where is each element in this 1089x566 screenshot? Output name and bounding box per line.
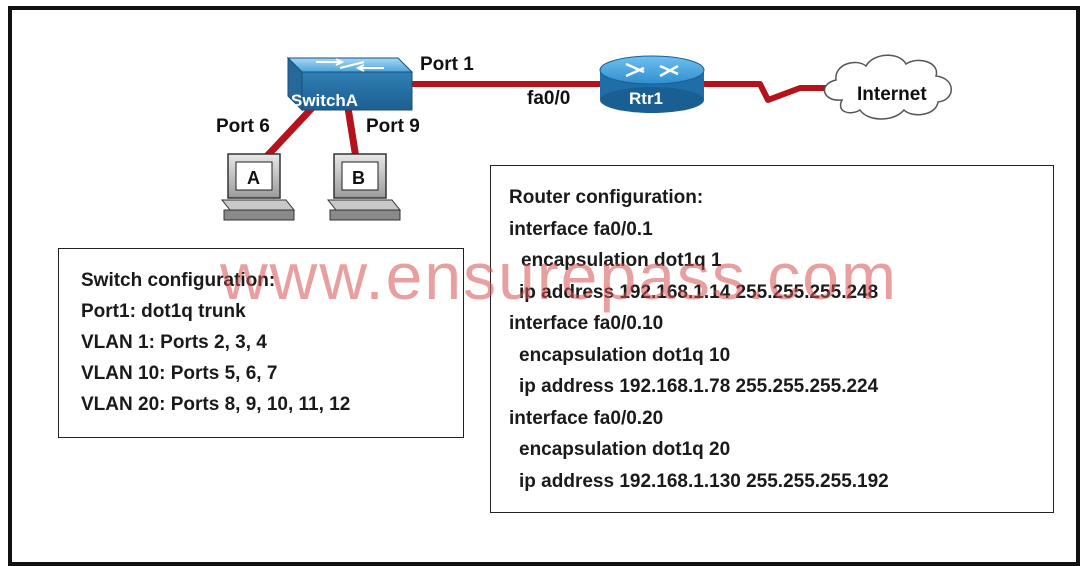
- port9-label: Port 9: [366, 116, 420, 137]
- pc-b-label: B: [352, 168, 365, 188]
- router-config-line: interface fa0/0.10: [509, 313, 664, 334]
- switch-icon: [286, 56, 414, 112]
- switch-config-line: Switch configuration:: [81, 270, 276, 291]
- switch-config-line: VLAN 20: Ports 8, 9, 10, 11, 12: [81, 394, 351, 415]
- router-config-line: interface fa0/0.20: [509, 407, 664, 429]
- router-interface-label: fa0/0: [527, 88, 571, 109]
- router-icon: [599, 55, 705, 113]
- pc-a-icon: [220, 153, 296, 221]
- switch-config-line: VLAN 10: Ports 5, 6, 7: [81, 363, 278, 384]
- router-config-line: encapsulation dot1q 1: [521, 250, 722, 271]
- router-config-line: ip address 192.168.1.78 255.255.255.224: [519, 376, 879, 397]
- internet-label: Internet: [857, 84, 927, 105]
- switch-name: SwitchA: [291, 91, 358, 110]
- link-port9-pc-b: [344, 107, 360, 159]
- internet-cloud-icon: [823, 54, 952, 120]
- switch-config-line: Port1: dot1q trunk: [81, 301, 246, 322]
- port1-label: Port 1: [420, 54, 474, 75]
- router-config-line: encapsulation dot1q 10: [519, 344, 731, 366]
- link-router-internet: [700, 81, 832, 103]
- watermark: www.ensurepass.com: [220, 239, 898, 313]
- router-config-line: ip address 192.168.1.130 255.255.255.192: [519, 470, 889, 492]
- switch-config-line: VLAN 1: Ports 2, 3, 4: [81, 332, 267, 353]
- router-config-line: interface fa0/0.1: [509, 218, 653, 240]
- port6-label: Port 6: [216, 116, 270, 137]
- switch-config-box: Switch configuration: Port1: dot1q trunk…: [58, 248, 464, 438]
- router-config-line: encapsulation dot1q 20: [519, 439, 731, 460]
- router-config-box: Router configuration: interface fa0/0.1 …: [490, 165, 1054, 513]
- router-name: Rtr1: [629, 89, 663, 108]
- pc-b-icon: [326, 153, 402, 221]
- router-config-line: ip address 192.168.1.14 255.255.255.248: [519, 281, 879, 303]
- pc-a-label: A: [247, 168, 260, 188]
- network-topology: SwitchA Rtr1 Internet A B: [220, 54, 952, 221]
- router-config-line: Router configuration:: [509, 187, 704, 208]
